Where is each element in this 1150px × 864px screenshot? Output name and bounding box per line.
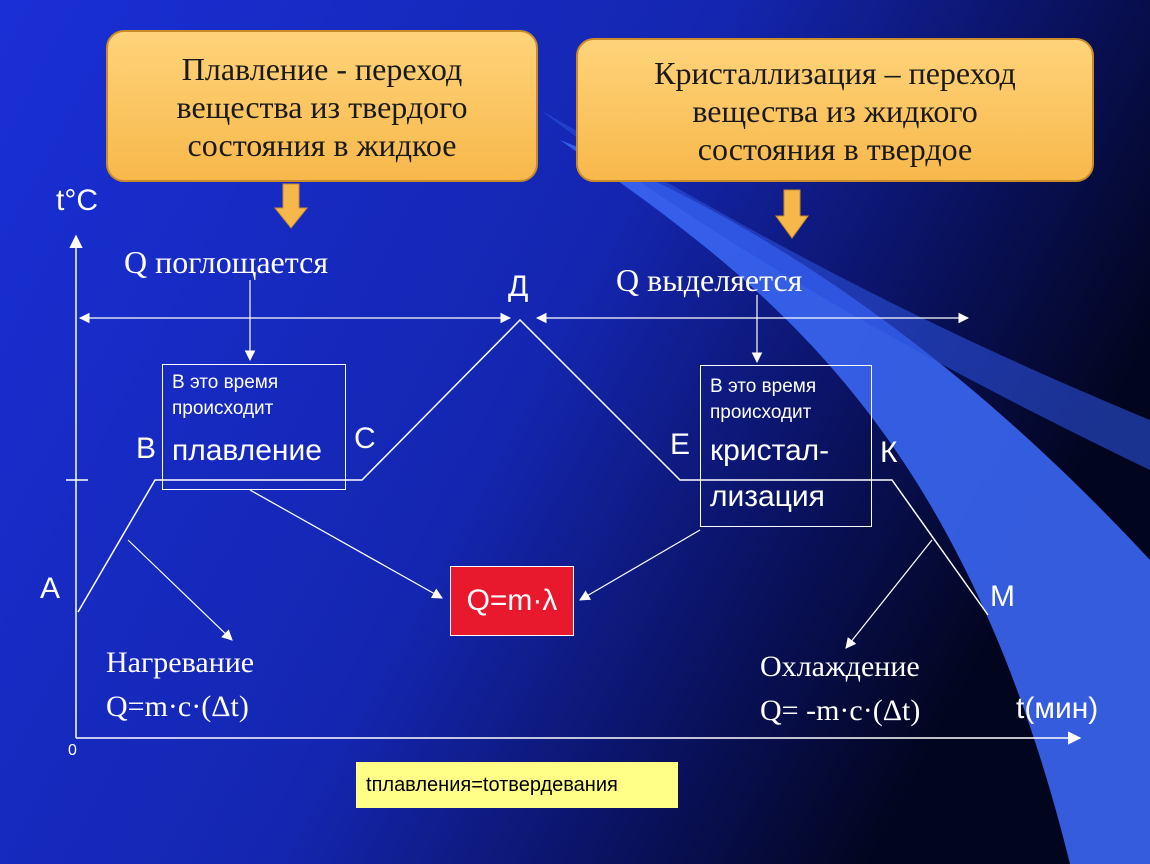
melting-box-process: плавление [172, 434, 322, 467]
crystal-box-line1: В это время [710, 376, 817, 397]
melting-process-box [162, 364, 346, 490]
melting-box-line2: происходит [172, 398, 274, 419]
crystal-callout-arrow [775, 189, 809, 239]
temperature-curve [77, 318, 989, 616]
crystal-callout-line1: Кристаллизация – переход [654, 55, 1016, 91]
crystal-box-line2: происходит [710, 402, 812, 423]
melting-box-line1: В это время [172, 372, 279, 393]
point-c: С [354, 422, 376, 455]
latent-heat-formula: Q=m·λ [450, 566, 574, 636]
note-sub1: плавления [371, 773, 472, 796]
crystal-box-process2: лизация [710, 480, 825, 513]
point-a: А [40, 572, 61, 605]
crystal-process-box [700, 365, 872, 527]
heating-title: Нагревание [106, 646, 255, 679]
cooling-formula: Q= -m·c·(Δt) [760, 694, 921, 727]
x-axis-label: t(мин) [1016, 692, 1099, 725]
point-b: В [136, 432, 157, 465]
melting-callout-arrow [273, 183, 309, 229]
crystal-callout-line2: вещества из жидкого [692, 93, 978, 129]
origin-label: 0 [68, 742, 77, 759]
heat-absorbed-label: Q поглощается [124, 244, 329, 280]
crystal-callout-line3: состояния в твердое [697, 131, 973, 167]
note-t1: t [366, 773, 372, 796]
melting-callout-line2: вещества из твердого [176, 89, 468, 125]
note-sub2: отвердевания [488, 773, 618, 796]
heating-arrow [127, 539, 233, 641]
melting-to-formula-arrow [249, 489, 443, 599]
crystallization-callout: Кристаллизация – переход вещества из жид… [576, 38, 1094, 182]
crystal-box-process1: кристал- [710, 434, 830, 467]
y-axis-label: t°C [56, 184, 98, 217]
crystal-to-formula-arrow [579, 529, 701, 601]
melting-callout: Плавление - переход вещества из твердого… [106, 30, 538, 182]
point-d: Д [508, 270, 529, 303]
cooling-arrow [845, 539, 933, 649]
heat-released-label: Q выделяется [616, 262, 803, 298]
melting-callout-line1: Плавление - переход [181, 51, 463, 87]
heating-formula: Q=m·c·(Δt) [106, 690, 249, 723]
point-k: К [880, 436, 898, 469]
point-e: Е [670, 428, 691, 461]
note-eq: =t [471, 773, 489, 796]
melting-callout-line3: состояния в жидкое [187, 127, 457, 163]
point-m: М [990, 580, 1015, 613]
cooling-title: Охлаждение [760, 650, 920, 683]
